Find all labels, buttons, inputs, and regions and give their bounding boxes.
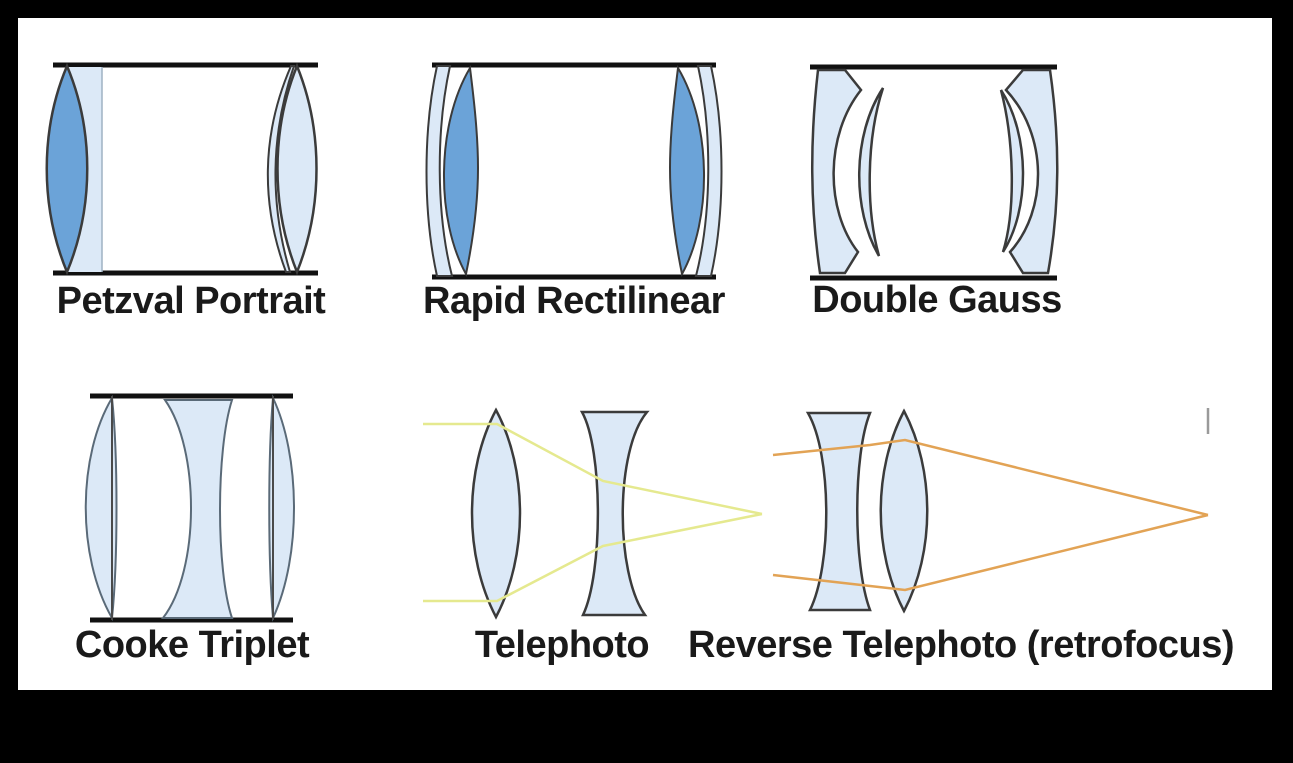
reverse-telephoto-lower-ray bbox=[772, 513, 1209, 592]
rapid-right-meniscus-lens bbox=[694, 65, 723, 277]
rapid-left-crescent-lens bbox=[443, 64, 480, 277]
reverse-telephoto-biconcave-lens bbox=[805, 411, 872, 612]
telephoto-upper-ray bbox=[423, 422, 763, 516]
rapid-rectilinear-diagram: Rapid Rectilinear bbox=[423, 62, 726, 322]
reverse-telephoto-biconvex-lens bbox=[879, 408, 929, 614]
telephoto-label: Telephoto bbox=[475, 624, 649, 666]
petzval-rear-biconvex-lens bbox=[276, 62, 318, 276]
double-gauss-label: Double Gauss bbox=[812, 279, 1062, 321]
rapid-left-meniscus-lens bbox=[425, 65, 454, 277]
canvas-background bbox=[18, 18, 1272, 690]
gauss-outer-left-element bbox=[810, 68, 863, 275]
double-gauss-diagram: Double Gauss bbox=[810, 64, 1062, 321]
telephoto-lower-ray bbox=[423, 512, 763, 603]
petzval-rear-meniscus-lens bbox=[266, 65, 296, 273]
telephoto-diagram: Telephoto bbox=[423, 407, 763, 666]
reverse-telephoto-diagram: Reverse Telephoto (retrofocus) bbox=[688, 408, 1234, 666]
petzval-portrait-label: Petzval Portrait bbox=[57, 280, 326, 322]
cooke-triplet-diagram: Cooke Triplet bbox=[75, 393, 310, 666]
rapid-rectilinear-label: Rapid Rectilinear bbox=[423, 280, 726, 322]
telephoto-biconvex-lens bbox=[470, 407, 522, 620]
gauss-inner-right-meniscus bbox=[999, 89, 1025, 253]
reverse-telephoto-upper-ray bbox=[772, 438, 1209, 517]
telephoto-biconcave-lens bbox=[579, 410, 650, 617]
gauss-inner-left-meniscus bbox=[858, 87, 885, 257]
petzval-portrait-diagram: Petzval Portrait bbox=[45, 62, 327, 322]
reverse-telephoto-label: Reverse Telephoto (retrofocus) bbox=[688, 624, 1234, 666]
cooke-middle-biconcave-lens bbox=[160, 399, 234, 619]
cooke-triplet-label: Cooke Triplet bbox=[75, 624, 310, 666]
gauss-outer-right-element bbox=[1004, 68, 1059, 275]
rapid-right-crescent-lens bbox=[668, 64, 705, 277]
petzval-front-biconvex-lens bbox=[45, 62, 89, 276]
